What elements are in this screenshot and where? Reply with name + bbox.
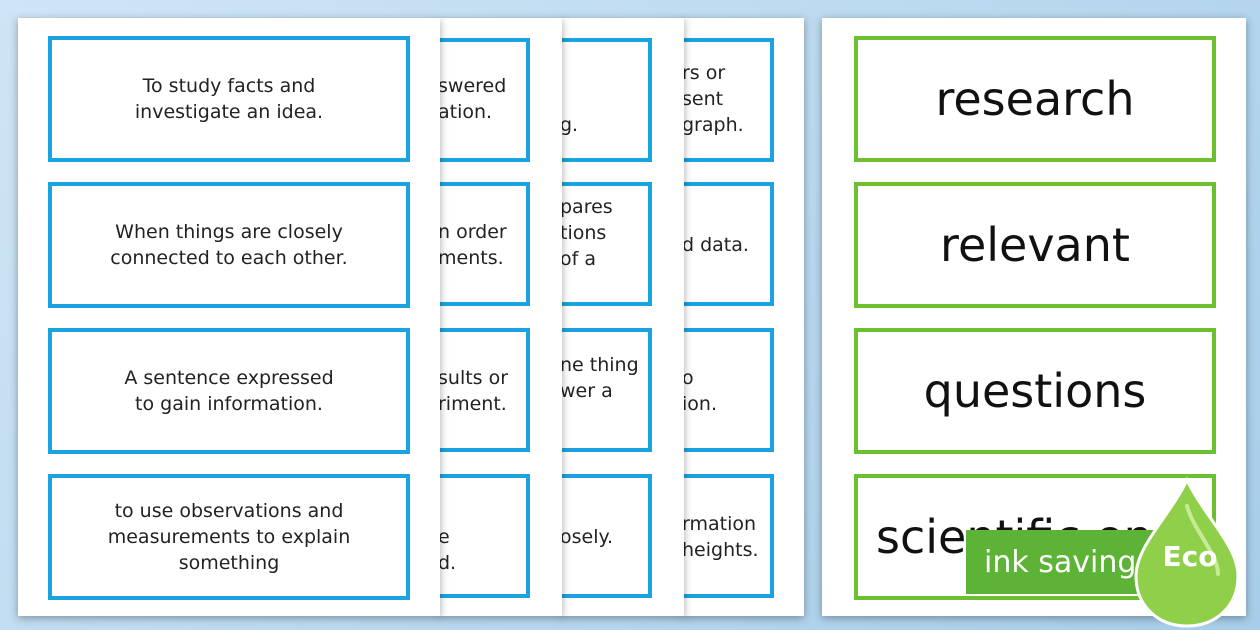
definition-text-fragment: e d.	[438, 526, 457, 574]
card-sheet-3: g. pares tions of a ne thing wer a osely…	[560, 18, 684, 616]
definitions-sheet: To study facts and investigate an idea. …	[18, 18, 440, 616]
definition-card	[560, 328, 652, 452]
definition-text: to use observations and measurements to …	[107, 500, 351, 574]
definition-card: When things are closely connected to eac…	[48, 182, 410, 308]
definition-text: When things are closely connected to eac…	[110, 221, 348, 269]
definition-text-fragment: swered ation.	[438, 75, 507, 123]
definition-card	[682, 328, 774, 452]
card-sheet-4: rs or sent graph. d data. o ion. rmation…	[682, 18, 804, 616]
word-text: questions	[923, 364, 1147, 418]
definition-text-fragment: osely.	[560, 526, 614, 548]
eco-label: Eco	[1162, 540, 1218, 573]
definition-text: A sentence expressed to gain information…	[124, 367, 334, 415]
definition-text-fragment: o ion.	[682, 367, 717, 415]
definition-card: To study facts and investigate an idea.	[48, 36, 410, 162]
word-card: relevant	[854, 182, 1216, 308]
definition-card	[682, 182, 774, 306]
definition-card	[438, 182, 530, 306]
definition-card	[560, 38, 652, 162]
ink-saving-label: ink saving	[984, 544, 1137, 580]
word-card: research	[854, 36, 1216, 162]
definition-text-fragment: d data.	[682, 234, 749, 256]
definition-card	[438, 38, 530, 162]
definition-card	[560, 474, 652, 598]
definition-card	[438, 328, 530, 452]
word-text: research	[935, 72, 1135, 126]
definition-text-fragment: pares tions of a	[560, 196, 613, 270]
definition-card	[682, 38, 774, 162]
card-sheet-2: swered ation. n order ments. sults or ri…	[438, 18, 562, 616]
definition-text: To study facts and investigate an idea.	[134, 75, 324, 123]
definition-text-fragment: n order ments.	[438, 221, 507, 269]
definition-text-fragment: rmation heights.	[682, 513, 759, 561]
definition-card: to use observations and measurements to …	[48, 474, 410, 600]
definition-text-fragment: g.	[560, 114, 579, 136]
eco-drop-icon	[1134, 476, 1240, 628]
word-text: relevant	[940, 218, 1130, 272]
definition-text-fragment: ne thing wer a	[560, 354, 639, 402]
definition-card	[682, 474, 774, 598]
word-card: questions	[854, 328, 1216, 454]
definition-card	[560, 182, 652, 306]
definition-card	[438, 474, 530, 598]
definition-card: A sentence expressed to gain information…	[48, 328, 410, 454]
definition-text-fragment: rs or sent graph.	[682, 62, 744, 136]
definition-text-fragment: sults or riment.	[438, 367, 509, 415]
